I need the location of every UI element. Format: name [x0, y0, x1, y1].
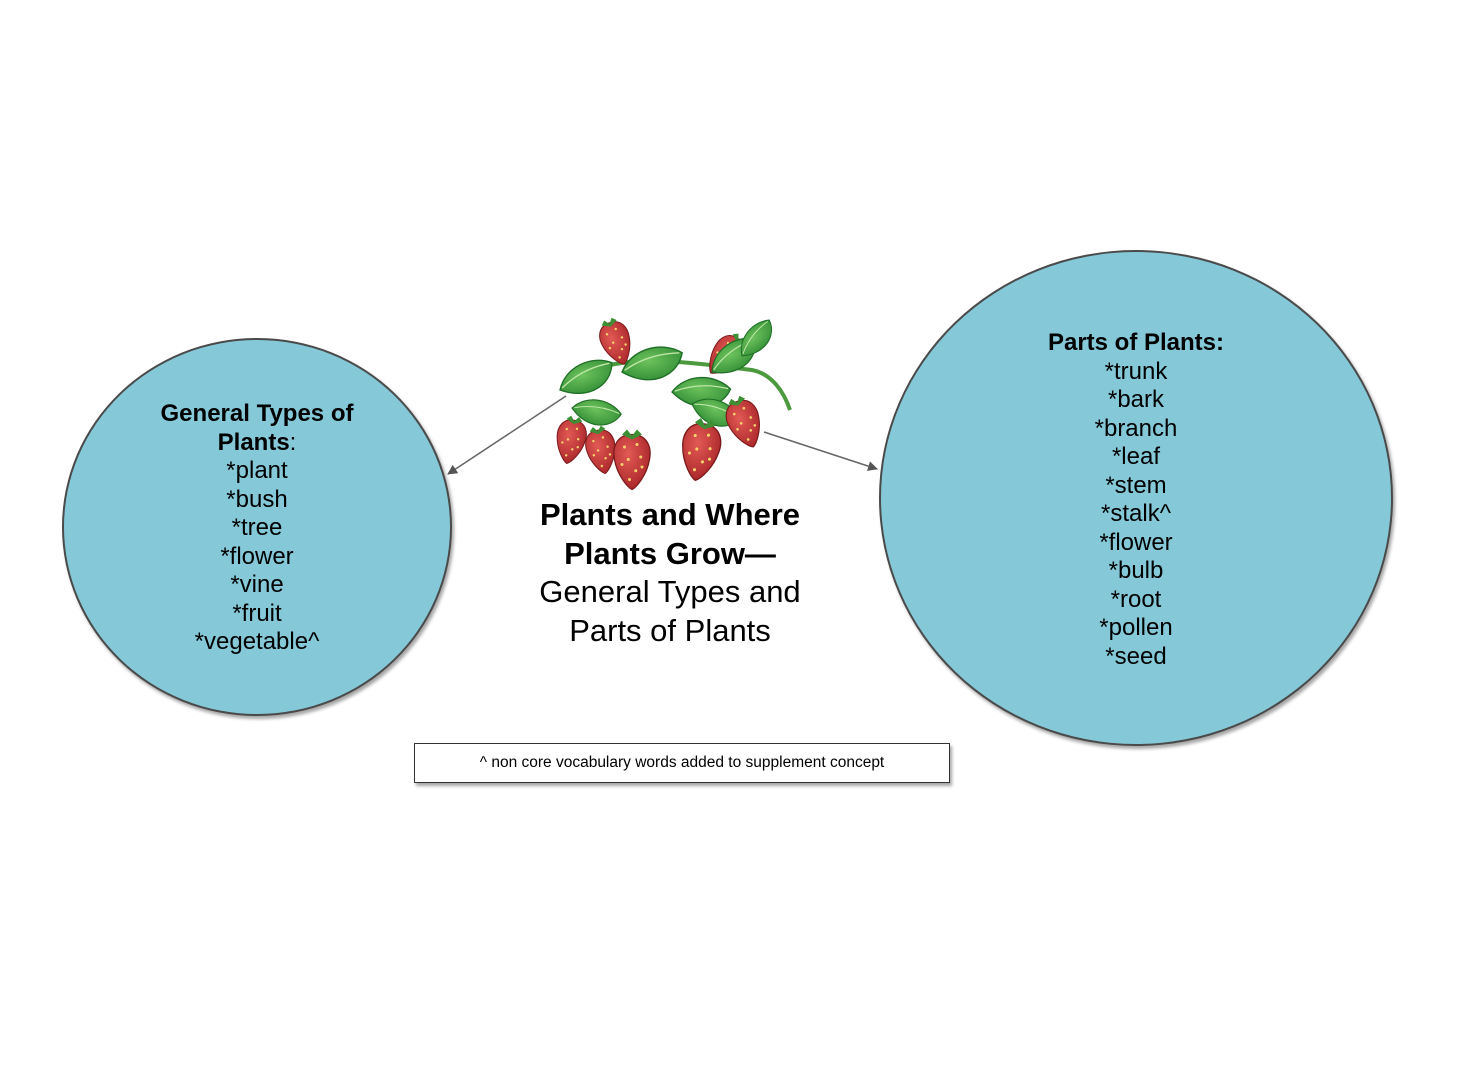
- list-item: *tree: [231, 514, 283, 541]
- list-item: *root: [1110, 585, 1162, 613]
- list-item: *pollen: [1099, 614, 1173, 641]
- strawberry-plant-icon: [552, 313, 792, 491]
- list-item: *bulb: [1108, 557, 1164, 584]
- list-item: *stem: [1105, 471, 1167, 499]
- vocabulary-note-text: ^ non core vocabulary words added to sup…: [479, 754, 885, 771]
- list-item: *vegetable^: [194, 628, 320, 655]
- list-item: *plant: [226, 457, 288, 484]
- list-item: *trunk: [1104, 357, 1168, 385]
- list-item: *seed: [1105, 642, 1167, 670]
- list-item: *bark: [1107, 386, 1165, 413]
- general-types-title: General Types of Plants:: [160, 400, 354, 456]
- parts-of-plants-circle: Parts of Plants: *trunk *bark *branch *l…: [879, 250, 1393, 746]
- list-item: *leaf: [1111, 443, 1161, 470]
- list-item: *stalk^: [1101, 500, 1171, 527]
- parts-of-plants-list: *trunk *bark *branch *leaf *stem *stalk^…: [881, 358, 1391, 672]
- list-item: *fruit: [232, 599, 282, 627]
- general-types-list: *plant *bush *tree *flower *vine *fruit …: [64, 457, 450, 657]
- list-item: *vine: [230, 571, 284, 598]
- list-item: *flower: [220, 542, 294, 570]
- central-topic-subtitle: General Types and Parts of Plants: [539, 574, 801, 648]
- list-item: *bush: [226, 485, 288, 513]
- vocabulary-note-box: ^ non core vocabulary words added to sup…: [414, 743, 950, 783]
- parts-of-plants-title: Parts of Plants:: [1047, 329, 1225, 356]
- central-topic-title: Plants and Where Plants Grow—: [539, 497, 801, 571]
- list-item: *branch: [1094, 414, 1178, 442]
- general-types-title-colon: :: [289, 428, 297, 456]
- list-item: *flower: [1099, 528, 1173, 556]
- general-types-circle: General Types of Plants: *plant *bush *t…: [62, 338, 452, 716]
- central-topic: Plants and Where Plants Grow— General Ty…: [535, 496, 805, 650]
- arrow-to-general-types: [447, 395, 567, 475]
